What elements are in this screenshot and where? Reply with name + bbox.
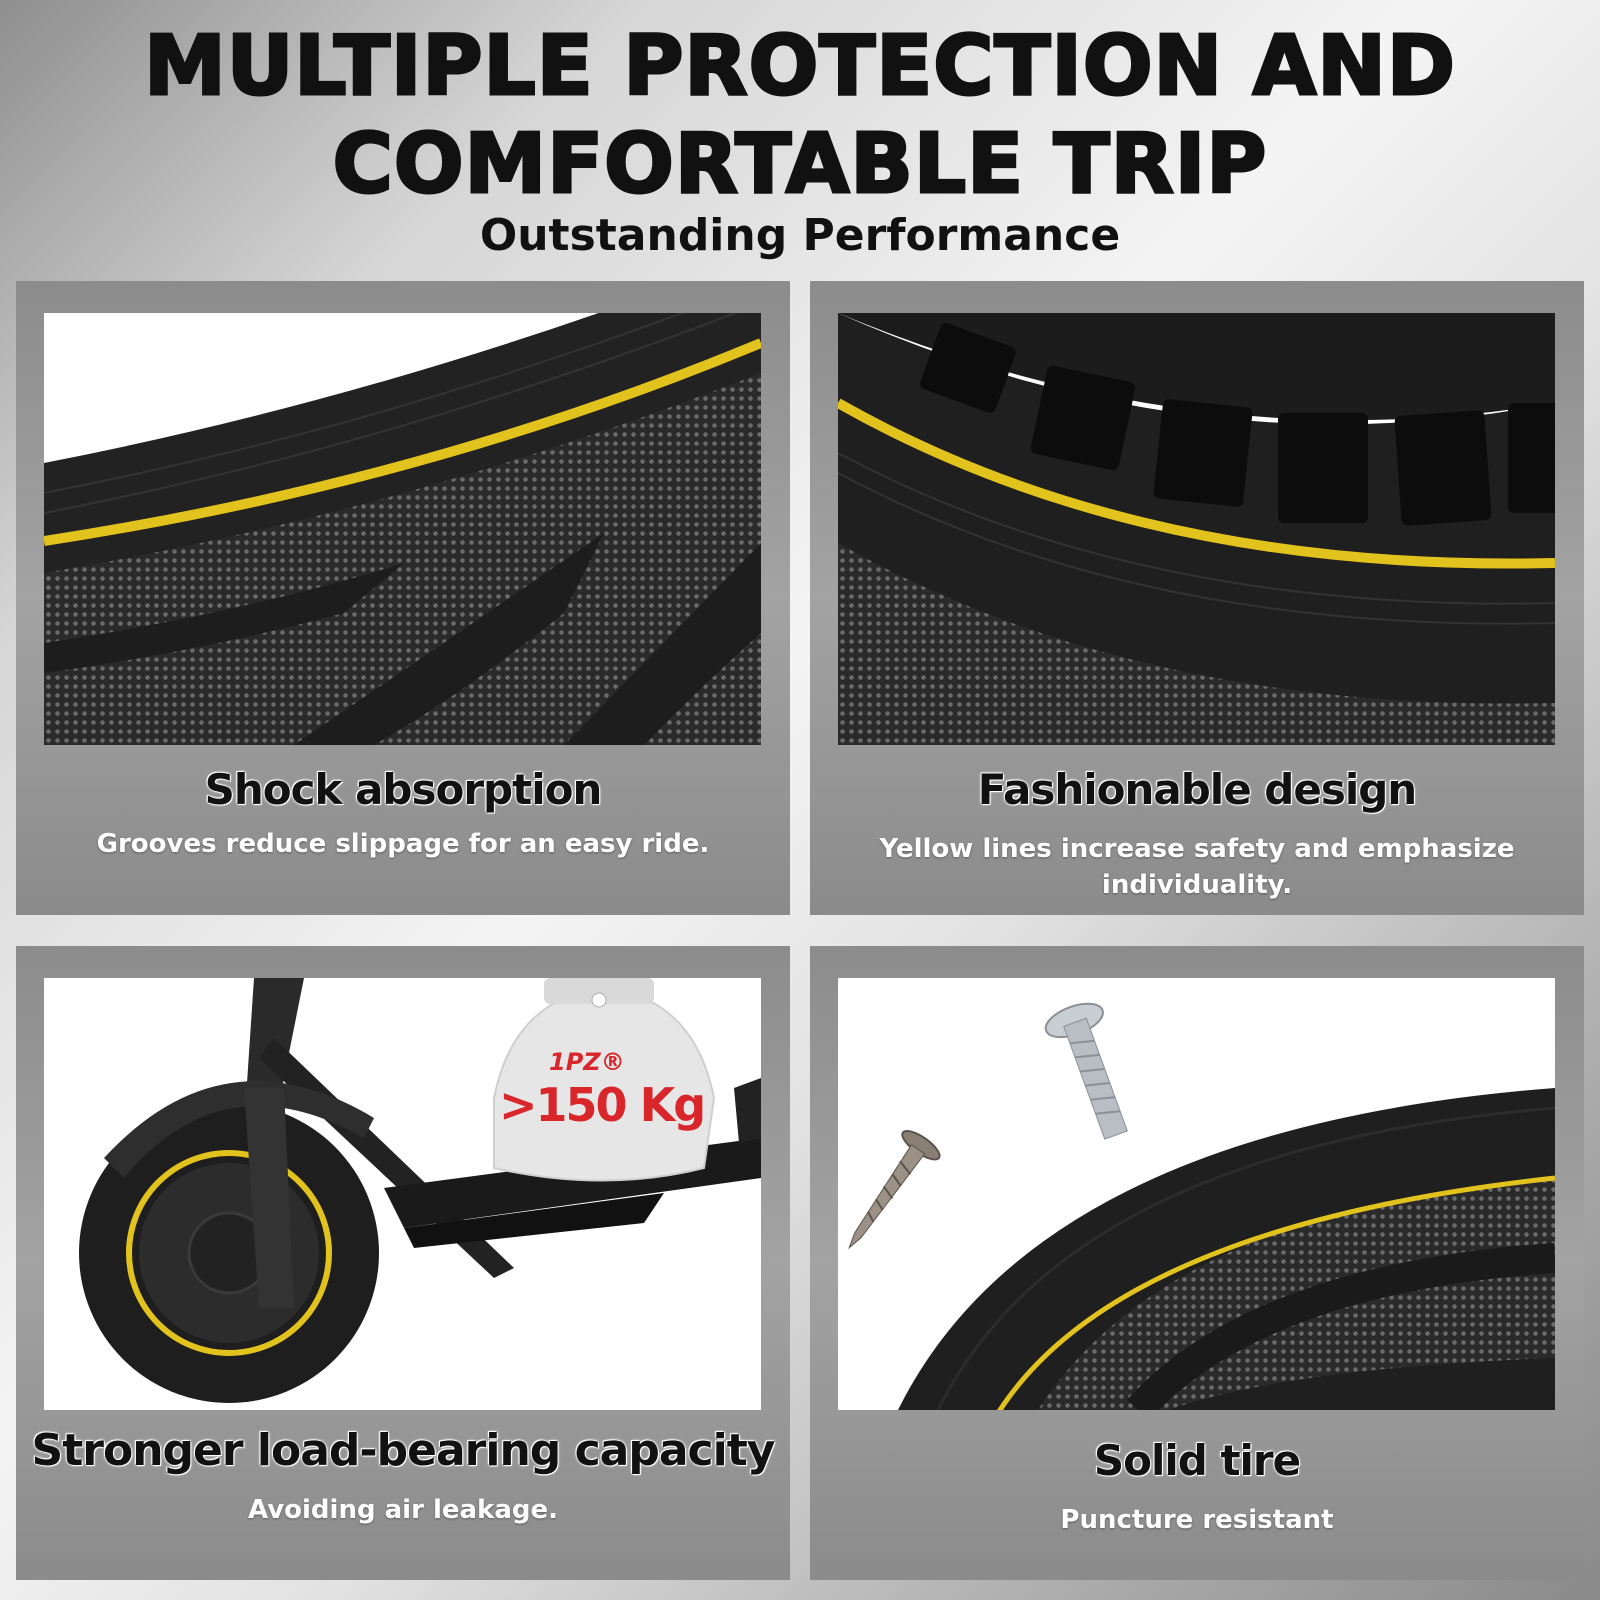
weight-capacity-label: >150 Kg [499, 1078, 706, 1132]
weight-brand-label: 1PZ® [549, 1048, 625, 1076]
main-title: MULTIPLE PROTECTION AND COMFORTABLE TRIP [0, 18, 1600, 214]
main-title-line1: MULTIPLE PROTECTION AND [143, 18, 1457, 116]
main-title-line2: COMFORTABLE TRIP [331, 116, 1268, 214]
feature-panel-fashionable-design: Fashionable design Yellow lines increase… [810, 281, 1584, 915]
tire-tread-closeup-image [44, 313, 761, 745]
main-subtitle: Outstanding Performance [479, 210, 1121, 261]
panel-title: Stronger load-bearing capacity [31, 1425, 776, 1476]
panel-title: Shock absorption [204, 765, 603, 814]
scooter-with-weight-image: 1PZ® >150 Kg [44, 978, 761, 1410]
feature-panel-load-bearing: 1PZ® >150 Kg Stronger load-bearing capac… [16, 946, 790, 1580]
honeycomb-tire-closeup-image [838, 313, 1555, 745]
feature-panel-shock-absorption: Shock absorption Grooves reduce slippage… [16, 281, 790, 915]
panel-title: Fashionable design [977, 765, 1417, 814]
panel-description: Grooves reduce slippage for an easy ride… [96, 829, 710, 859]
feature-panel-solid-tire: Solid tire Puncture resistant [810, 946, 1584, 1580]
tire-with-screws-image [838, 978, 1555, 1410]
panel-description: Yellow lines increase safety and emphasi… [879, 834, 1515, 900]
panel-title: Solid tire [1093, 1436, 1301, 1485]
panel-description: Avoiding air leakage. [248, 1495, 558, 1525]
panel-description: Puncture resistant [1060, 1505, 1334, 1535]
